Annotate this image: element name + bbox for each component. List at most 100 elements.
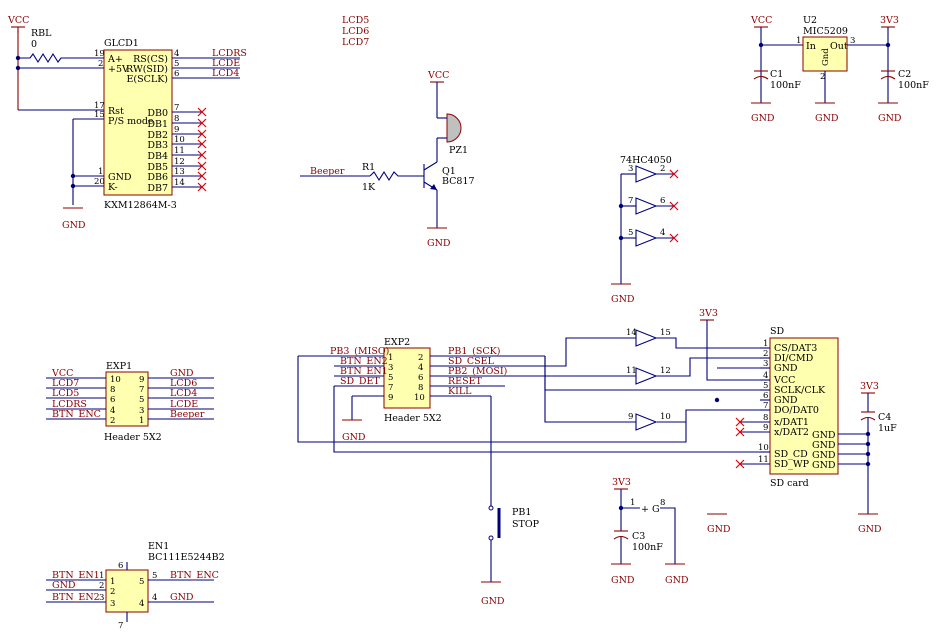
pin-num: 5 [139, 395, 144, 405]
sd-3v3: 3V3 [699, 308, 718, 319]
pin-num: 7 [174, 103, 179, 113]
net-label: LCDRS [52, 399, 87, 410]
pin-num: 3 [388, 363, 393, 373]
pin-num: 4 [139, 599, 144, 609]
pin-name: DB1 [147, 119, 168, 130]
pin-num: 4 [418, 363, 423, 373]
pin-name: GND [812, 450, 836, 461]
net-label: RESET [448, 376, 483, 387]
pin-name: SD_WP [774, 459, 810, 470]
encoder-designator: EN1 [148, 541, 169, 552]
exp2-designator: EXP2 [384, 337, 410, 348]
pin-num: 6 [174, 69, 179, 79]
pin-num: 3 [99, 593, 104, 603]
gnd-label: GND [665, 575, 689, 586]
pin-num: 10 [110, 375, 121, 385]
exp1-part: Header 5X2 [104, 432, 162, 443]
c4-value: 1uF [878, 423, 897, 434]
pin-num: 6 [418, 373, 423, 383]
sd-routing: 14 15 11 12 9 10 3V3 GND [297, 308, 760, 535]
pin-num: 7 [388, 383, 393, 393]
note-lcd6: LCD6 [342, 26, 369, 37]
pin-num: 1 [763, 339, 768, 349]
buffer-gate [635, 367, 658, 385]
pin-num: 5 [628, 228, 633, 238]
vcc-label: VCC [7, 15, 29, 26]
c2-plate [880, 75, 896, 80]
pin-name: SCLK/CLK [774, 385, 826, 396]
pin-num: 3 [628, 164, 633, 174]
sd-part: SD card [770, 478, 809, 489]
c3-value: 100nF [632, 542, 663, 553]
pin-num: 9 [628, 412, 633, 422]
pin-num: 7 [118, 621, 123, 631]
pin-num: 7 [139, 385, 144, 395]
pb1-designator: PB1 [512, 507, 531, 518]
net-label: LCDE [170, 399, 198, 410]
reg-3v3: 3V3 [880, 15, 899, 26]
pin-num: 2 [110, 587, 115, 597]
c4-plate [860, 416, 876, 421]
net-label: LCD5 [52, 388, 79, 399]
pin-num: 2 [99, 581, 104, 591]
pin-name: GND [774, 363, 798, 374]
pin-num: 2 [98, 59, 103, 69]
pin-name: P/S mode [108, 116, 154, 127]
pin-num: 8 [174, 114, 179, 124]
sd-designator: SD [770, 326, 785, 337]
pin-num: 6 [110, 395, 115, 405]
r1-resistor [369, 170, 424, 182]
net-label: GND [52, 580, 76, 591]
net-label: GND [170, 592, 194, 603]
pin-num: 4 [110, 406, 115, 416]
pin-num: 8 [418, 383, 423, 393]
pin-num: 4 [763, 371, 768, 381]
pin-name: DB4 [147, 151, 168, 162]
c1-designator: C1 [770, 69, 783, 80]
net-label: BTN_EN1 [340, 366, 388, 377]
buffer-gate [635, 197, 658, 215]
pin-num: 9 [763, 423, 768, 433]
q1-designator: Q1 [442, 166, 456, 177]
pin-name: x/DAT1 [774, 417, 809, 428]
pin-name: CS/DAT3 [774, 343, 817, 354]
buffer-gate [635, 329, 658, 347]
note-lcd7: LCD7 [342, 37, 369, 48]
exp1-body [105, 371, 149, 427]
pin-name: RW(SID) [126, 64, 168, 75]
pin-num: 2 [660, 164, 665, 174]
pin-num: 2 [820, 72, 825, 82]
pin-num: 1 [630, 498, 635, 508]
pin-num: 6 [660, 196, 665, 206]
exp2-body [383, 347, 431, 409]
gnd-label: GND [611, 294, 635, 305]
rbl-value: 0 [31, 39, 37, 50]
gnd-label: GND [815, 113, 839, 124]
net-label: BTN_EN1 [52, 570, 100, 581]
r1-designator: R1 [362, 162, 375, 173]
reg-part: MIC5209 [803, 26, 848, 37]
pin-num: 4 [174, 49, 179, 59]
exp2-part: Header 5X2 [384, 413, 442, 424]
net-label: LCD7 [52, 378, 79, 389]
pin-num: 10 [414, 393, 425, 403]
pin-name: DO/DAT0 [774, 405, 819, 416]
encoder-body [105, 569, 149, 613]
pin-num: 17 [94, 101, 105, 111]
pin-name: DB2 [147, 130, 168, 141]
pin-num: 8 [110, 385, 115, 395]
r1-value: 1K [362, 182, 376, 193]
net-label: PB2_(MOSI) [448, 366, 507, 377]
pin-num: 3 [139, 406, 144, 416]
pin-name: RS(CS) [133, 54, 168, 65]
pin-num: 4 [660, 228, 665, 238]
net-label: SD_DET [340, 376, 380, 387]
exp2-header: EXP2 Header 5X2 PB3_(MISO) BTN_EN2 BTN_E… [298, 337, 545, 443]
pin-num: 11 [174, 146, 185, 156]
net-label: BTN_EN2 [340, 356, 388, 367]
regulator-circuit: VCC U2 MIC5209 In Out Gnd 1 3 2 3V3 C1 1… [750, 15, 929, 124]
net-label: GND [170, 368, 194, 379]
c1-value: 100nF [770, 80, 801, 91]
pin-num: 3 [110, 599, 115, 609]
